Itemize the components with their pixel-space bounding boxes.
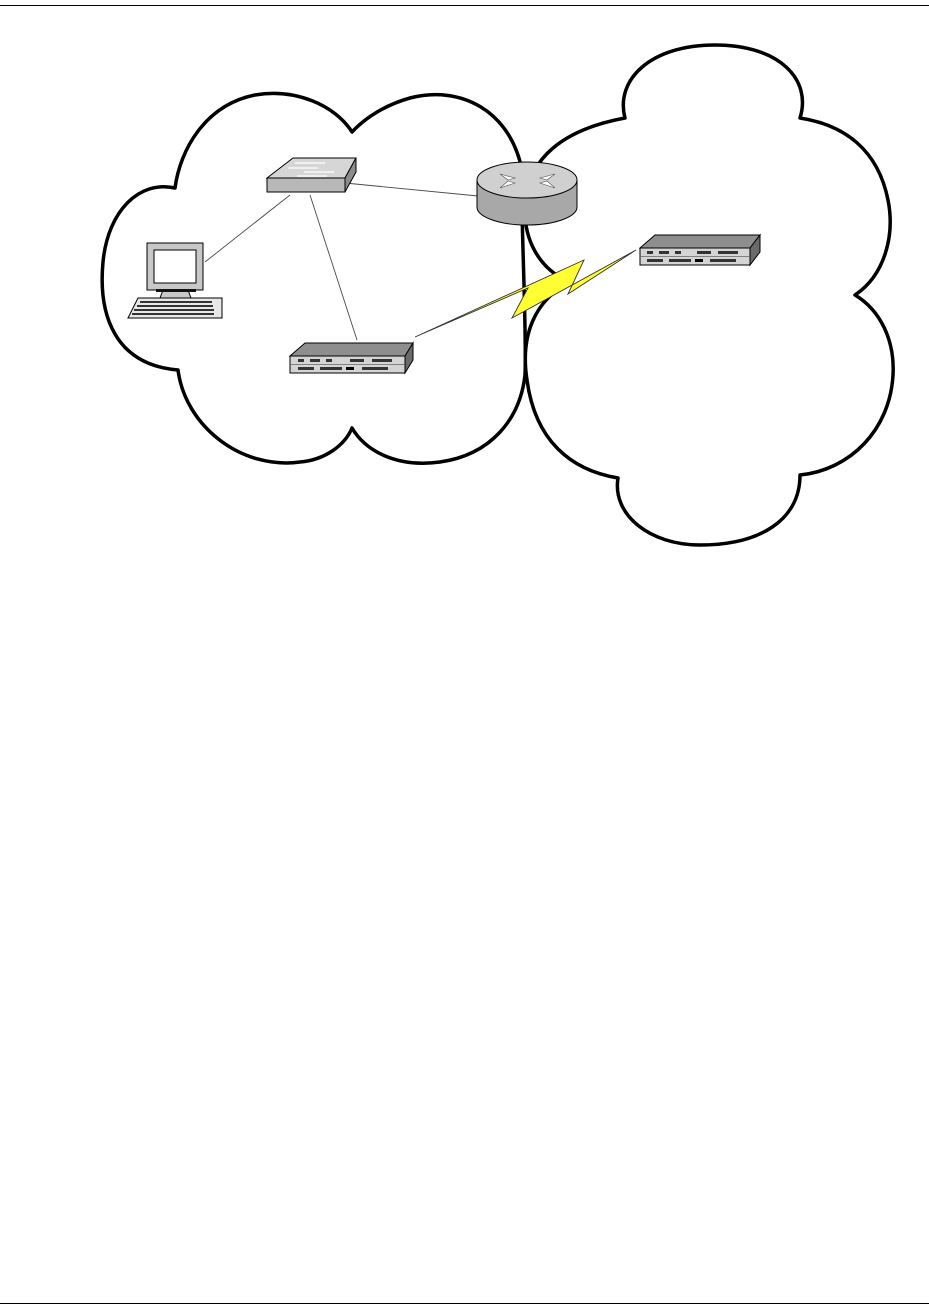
rack-appliance-icon-local — [290, 343, 413, 373]
footer-rule — [0, 1303, 929, 1304]
rack-appliance-icon-remote — [640, 235, 760, 265]
cloud-remote-network — [525, 45, 894, 545]
network-diagram — [0, 0, 929, 560]
router-icon — [477, 162, 577, 225]
